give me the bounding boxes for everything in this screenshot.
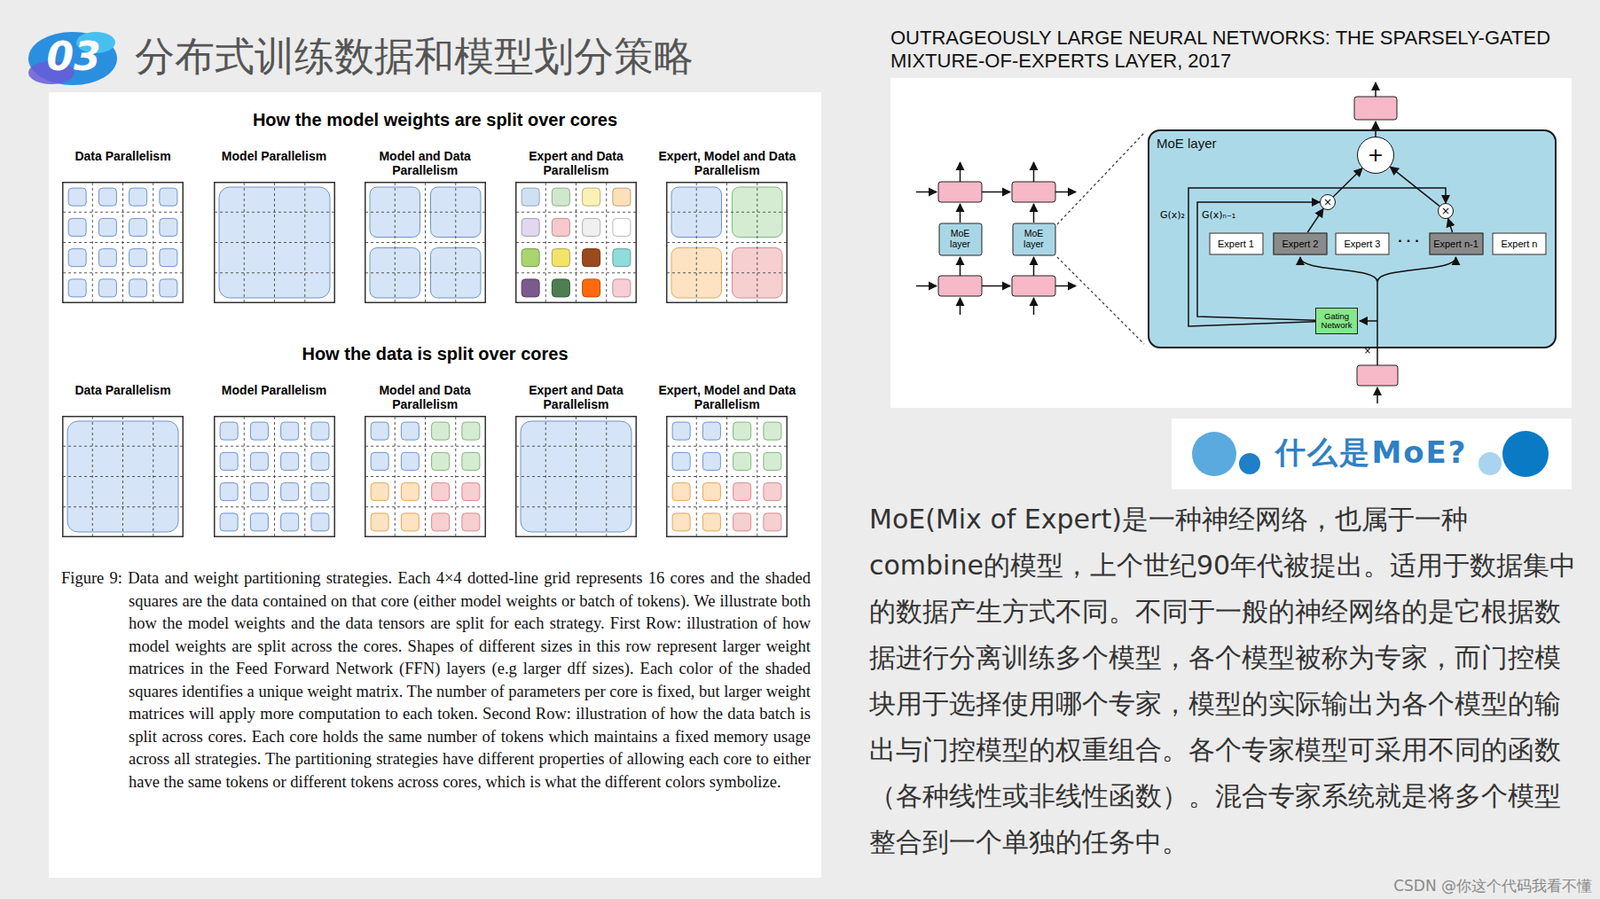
operator-symbol: +: [1367, 145, 1384, 165]
layer-box: [938, 96, 1398, 386]
partition-grid: Expert and Data Parallelism: [501, 149, 652, 304]
slide-title: 分布式训练数据和模型划分策略: [134, 30, 694, 84]
box-label: MoE layer: [941, 228, 979, 250]
core-grid: [62, 415, 184, 538]
figure-caption: Figure 9: Data and weight partitioning s…: [61, 567, 811, 794]
box-label: MoE layer: [1015, 228, 1052, 250]
signal-label: G(x)₂: [1144, 209, 1185, 221]
signal-arrow: [1389, 166, 1440, 206]
product-node: ×: [1437, 203, 1454, 220]
grid-header: Expert and Data Parallelism: [501, 149, 652, 180]
region-label: MoE layer: [1149, 131, 1217, 151]
core-grid: [213, 415, 336, 538]
wire: [1376, 282, 1379, 366]
banner-heading: 什么是MoE?: [1171, 432, 1572, 474]
signal-arrow: [1188, 188, 1446, 327]
expert-box: Expert 2: [1273, 232, 1328, 255]
signal-label: G(x)ₙ₋₁: [1201, 209, 1255, 221]
partition-grid: Expert, Model and Data Parallelism: [651, 383, 803, 538]
figure-panel: [48, 92, 822, 879]
box-label: Gating Network: [1317, 312, 1356, 331]
core-grid: [364, 181, 487, 304]
partition-grid: Model and Data Parallelism: [349, 383, 501, 538]
figure-heading: How the data is split over cores: [48, 344, 822, 365]
grid-header: Expert and Data Parallelism: [501, 383, 652, 414]
paper-title: OUTRAGEOUSLY LARGE NEURAL NETWORKS: THE …: [890, 26, 1592, 73]
signal-arrow: [1307, 208, 1324, 233]
figure-panel: [890, 78, 1572, 408]
sum-node: +: [1356, 136, 1395, 174]
partition-grid: Expert, Model and Data Parallelism: [651, 149, 803, 304]
zoom-line: [1057, 133, 1145, 345]
moe-layer-box: MoE layer: [938, 222, 982, 256]
partition-grid: Model and Data Parallelism: [349, 149, 501, 304]
grid-header: Expert, Model and Data Parallelism: [651, 149, 803, 180]
expert-box: Expert 3: [1335, 232, 1390, 255]
partition-grid: Expert and Data Parallelism: [501, 383, 652, 538]
signal-arrow: [1197, 202, 1320, 321]
grid-header: Data Parallelism: [47, 149, 199, 180]
core-grid: [515, 181, 637, 304]
grid-header: Model and Data Parallelism: [349, 383, 501, 414]
figure-heading: How the model weights are split over cor…: [48, 109, 822, 131]
box-label: Expert n: [1501, 238, 1538, 250]
badge-splash: [28, 31, 118, 86]
core-grid: [213, 181, 336, 304]
section-number: 03: [33, 33, 114, 79]
core-grid: [515, 415, 637, 538]
grid-header: Model Parallelism: [198, 383, 350, 414]
moe-layer-box: MoE layer: [1011, 222, 1056, 256]
operator-symbol: ×: [1323, 196, 1333, 208]
operator-symbol: ×: [1441, 205, 1451, 217]
core-grid: [666, 415, 788, 538]
box-label: Expert 2: [1282, 238, 1319, 250]
core-grid: [62, 181, 184, 304]
grid-header: Model Parallelism: [198, 149, 350, 180]
box-label: Expert 3: [1344, 238, 1381, 250]
signal-arrow: [1448, 219, 1453, 233]
core-grid: [364, 415, 487, 538]
body-text: MoE(Mix of Expert)是一种神经网络，也属于一种combine的模…: [869, 496, 1579, 866]
expert-box: Expert n-1: [1428, 232, 1483, 255]
partition-grid: Data Parallelism: [47, 149, 199, 304]
expert-box: Expert n: [1492, 232, 1547, 255]
grid-header: Expert, Model and Data Parallelism: [651, 383, 803, 414]
product-node: ×: [1319, 194, 1336, 211]
grid-header: Data Parallelism: [47, 383, 199, 414]
partition-grid: Model Parallelism: [198, 149, 350, 304]
gating-box: Gating Network: [1315, 307, 1358, 335]
banner: [1171, 418, 1572, 490]
signal-arrow: [1333, 168, 1363, 197]
core-grid: [666, 181, 788, 304]
box-label: Expert n-1: [1433, 238, 1479, 250]
moe-layer-region: MoE layer + × × Expert 1 Expert 2 Expert 3 Expe…: [1147, 129, 1557, 349]
moe-layer-fill: [1147, 129, 1557, 349]
box-label: Expert 1: [1217, 238, 1255, 250]
partition-grid: Data Parallelism: [47, 383, 199, 538]
ellipsis: · · ·: [1390, 234, 1427, 248]
grid-header: Model and Data Parallelism: [349, 149, 501, 180]
partition-grid: Model Parallelism: [198, 383, 350, 538]
expert-box: Expert 1: [1208, 232, 1263, 255]
watermark: CSDN @你这个代码我看不懂: [1365, 876, 1593, 897]
